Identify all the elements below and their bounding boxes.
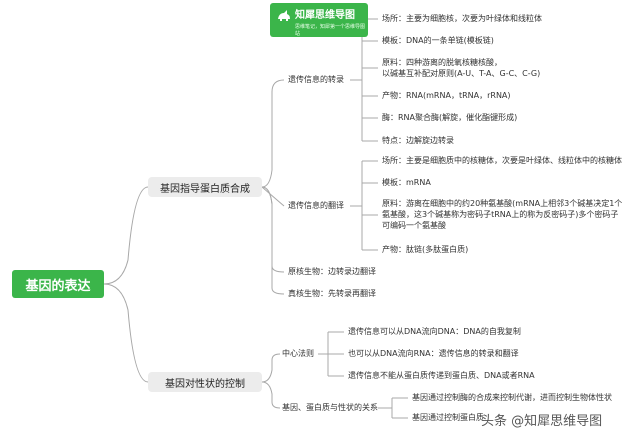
node-transcription[interactable]: 遗传信息的转录 — [288, 75, 344, 84]
leaf-translation-product[interactable]: 产物：肽链(多肽蛋白质) — [382, 245, 469, 254]
node-central-dogma[interactable]: 中心法则 — [282, 349, 314, 358]
leaf-translation-place[interactable]: 场所：主要是细胞质中的核糖体，次要是叶绿体、线粒体中的核糖体 — [382, 156, 622, 165]
watermark: 头条 @知犀思维导图 — [481, 414, 603, 429]
node-eukaryote[interactable]: 真核生物：先转录再翻译 — [288, 289, 376, 298]
leaf-transcription-materials-line2: 以碱基互补配对原则(A-U、T-A、G-C、C-G) — [382, 69, 541, 78]
leaf-transcription-enzyme[interactable]: 酶：RNA聚合酶(解旋，催化酯键形成) — [382, 113, 518, 122]
node-prokaryote[interactable]: 原核生物：边转录边翻译 — [288, 267, 376, 276]
leaf-transcription-product[interactable]: 产物：RNA(mRNA，tRNA，rRNA) — [382, 91, 511, 100]
leaf-relation-2[interactable]: 基因通过控制蛋白质 — [412, 413, 484, 422]
node-gene-directs-protein-synthesis[interactable]: 基因指导蛋白质合成 — [148, 177, 262, 197]
node-translation[interactable]: 遗传信息的翻译 — [288, 201, 344, 210]
brand-logo: 知犀思维导图 思维笔记，知犀第一个思维导图站 — [270, 3, 368, 37]
node-gene-controls-traits[interactable]: 基因对性状的控制 — [148, 372, 262, 392]
root-node[interactable]: 基因的表达 — [12, 270, 104, 298]
leaf-transcription-materials[interactable]: 原料：四种游离的脱氧核糖核酸， 以碱基互补配对原则(A-U、T-A、G-C、C-… — [382, 57, 540, 79]
leaf-transcription-place[interactable]: 场所：主要为细胞核，次要为叶绿体和线粒体 — [382, 14, 542, 23]
leaf-translation-materials-line1: 原料：游离在细胞中的约20种氨基酸(mRNA上相邻3个碱基决定1个 — [382, 199, 623, 208]
leaf-transcription-template[interactable]: 模板：DNA的一条单链(模板链) — [382, 36, 494, 45]
leaf-central-2[interactable]: 也可以从DNA流向RNA：遗传信息的转录和翻译 — [348, 349, 519, 358]
logo-subtitle: 思维笔记，知犀第一个思维导图站 — [295, 24, 366, 37]
leaf-translation-template[interactable]: 模板：mRNA — [382, 178, 431, 187]
leaf-central-1[interactable]: 遗传信息可以从DNA流向DNA：DNA的自我复制 — [348, 327, 521, 336]
rhino-logo-icon — [278, 10, 290, 21]
leaf-transcription-materials-line1: 原料：四种游离的脱氧核糖核酸， — [382, 58, 502, 67]
leaf-central-3[interactable]: 遗传信息不能从蛋白质传递到蛋白质、DNA或者RNA — [348, 371, 535, 380]
leaf-transcription-feature[interactable]: 特点：边解旋边转录 — [382, 136, 454, 145]
leaf-relation-1[interactable]: 基因通过控制酶的合成来控制代谢，进而控制生物体性状 — [412, 393, 612, 402]
node-gene-protein-trait-relation[interactable]: 基因、蛋白质与性状的关系 — [282, 403, 378, 412]
leaf-translation-materials-line2: 氨基酸，这3个碱基称为密码子tRNA上的称为反密码子)多个密码子 — [382, 210, 619, 219]
leaf-translation-materials[interactable]: 原料：游离在细胞中的约20种氨基酸(mRNA上相邻3个碱基决定1个 氨基酸，这3… — [382, 198, 622, 231]
logo-title: 知犀思维导图 — [295, 10, 355, 21]
leaf-translation-materials-line3: 可编码一个氨基酸 — [382, 221, 446, 230]
